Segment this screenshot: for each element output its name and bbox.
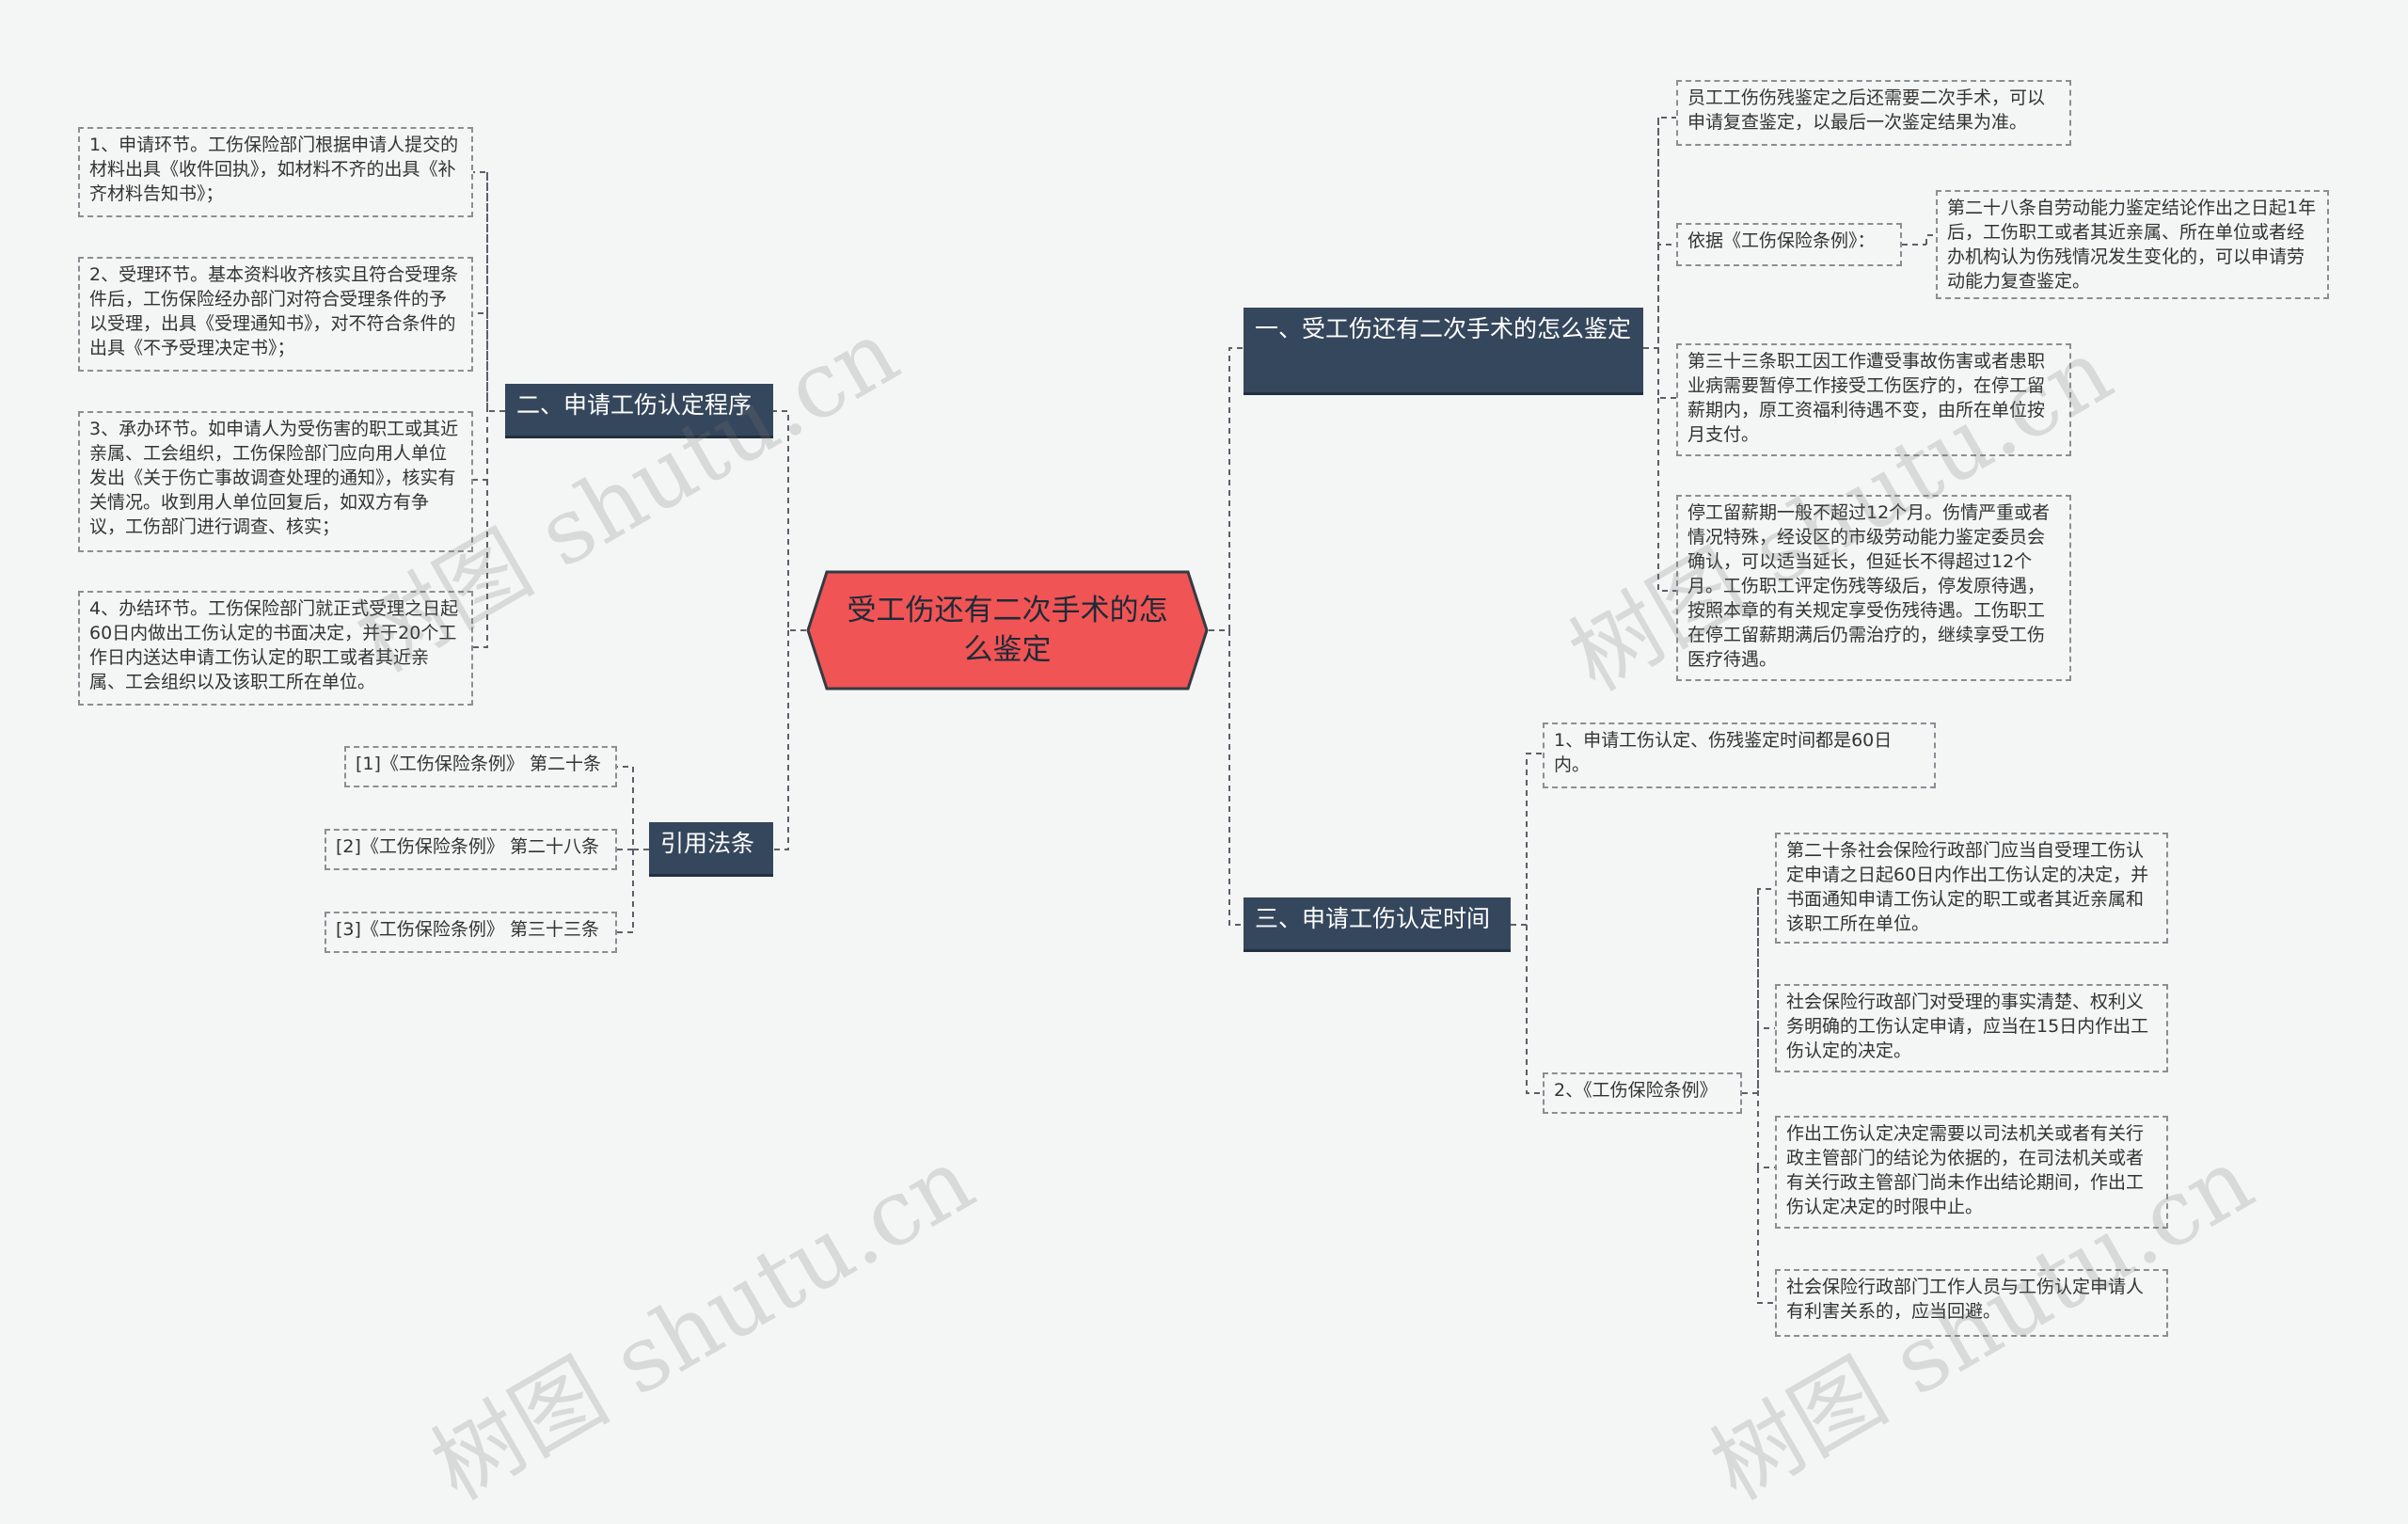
- leaf-handling-stage[interactable]: 3、承办环节。如申请人为受伤害的职工或其近亲属、工会组织，工伤保险部门应向用人单…: [78, 411, 473, 552]
- leaf-text: 社会保险行政部门工作人员与工伤认定申请人有利害关系的，应当回避。: [1786, 1277, 2145, 1322]
- connector-lines: [473, 117, 1936, 1304]
- leaf-text: 1、申请工伤认定、伤残鉴定时间都是60日内。: [1554, 730, 1893, 775]
- leaf-text: 4、办结环节。工伤保险部门就正式受理之日起60日内做出工伤认定的书面决定，并于2…: [89, 598, 459, 692]
- leaf-text: 作出工伤认定决定需要以司法机关或者有关行政主管部门的结论为依据的，在司法机关或者…: [1786, 1123, 2145, 1217]
- leaf-suspension-period[interactable]: 停工留薪期一般不超过12个月。伤情严重或者情况特殊，经设区的市级劳动能力鉴定委员…: [1676, 495, 2071, 681]
- leaf-completion-stage[interactable]: 4、办结环节。工伤保险部门就正式受理之日起60日内做出工伤认定的书面决定，并于2…: [78, 591, 473, 706]
- leaf-regulation-title[interactable]: 2、《工伤保险条例》: [1543, 1072, 1742, 1114]
- mindmap-canvas: 受工伤还有二次手术的怎么鉴定 一、受工伤还有二次手术的怎么鉴定 二、申请工伤认定…: [78, 80, 2329, 1520]
- leaf-text: 第二十条社会保险行政部门应当自受理工伤认定申请之日起60日内作出工伤认定的决定，…: [1786, 840, 2149, 934]
- branch-injury-identification-time[interactable]: 三、申请工伤认定时间: [1244, 897, 1511, 952]
- branch-label: 三、申请工伤认定时间: [1255, 905, 1491, 932]
- leaf-review-appraisal[interactable]: 员工工伤伤残鉴定之后还需要二次手术，可以申请复查鉴定，以最后一次鉴定结果为准。: [1676, 80, 2071, 146]
- leaf-text: [3]《工伤保险条例》 第三十三条: [336, 919, 599, 940]
- branch-second-surgery-appraisal[interactable]: 一、受工伤还有二次手术的怎么鉴定: [1244, 308, 1643, 395]
- branch-label: 二、申请工伤认定程序: [516, 391, 752, 419]
- leaf-regulation-basis[interactable]: 依据《工伤保险条例》：: [1676, 223, 1902, 266]
- leaf-citation-article-20[interactable]: [1]《工伤保险条例》 第二十条: [344, 746, 617, 787]
- branch-label: 引用法条: [660, 830, 755, 857]
- leaf-text: 社会保险行政部门对受理的事实清楚、权利义务明确的工伤认定申请，应当在15日内作出…: [1786, 992, 2149, 1061]
- leaf-recusal[interactable]: 社会保险行政部门工作人员与工伤认定申请人有利害关系的，应当回避。: [1775, 1269, 2168, 1337]
- leaf-text: 第二十八条自劳动能力鉴定结论作出之日起1年后，工伤职工或者其近亲属、所在单位或者…: [1947, 198, 2317, 292]
- branch-label: 一、受工伤还有二次手术的怎么鉴定: [1255, 315, 1632, 342]
- central-topic-label: 受工伤还有二次手术的怎么鉴定: [847, 594, 1168, 667]
- leaf-time-suspension[interactable]: 作出工伤认定决定需要以司法机关或者有关行政主管部门的结论为依据的，在司法机关或者…: [1775, 1116, 2168, 1229]
- leaf-text: [1]《工伤保险条例》 第二十条: [356, 754, 601, 774]
- leaf-citation-article-33[interactable]: [3]《工伤保险条例》 第三十三条: [325, 912, 617, 953]
- leaf-text: 1、申请环节。工伤保险部门根据申请人提交的材料出具《收件回执》，如材料不齐的出具…: [89, 135, 459, 204]
- leaf-article-28[interactable]: 第二十八条自劳动能力鉴定结论作出之日起1年后，工伤职工或者其近亲属、所在单位或者…: [1936, 190, 2329, 299]
- leaf-citation-article-28[interactable]: [2]《工伤保险条例》 第二十八条: [325, 829, 617, 870]
- branch-cited-regulations[interactable]: 引用法条: [649, 822, 773, 877]
- central-topic-shape: [806, 570, 1209, 691]
- leaf-text: 3、承办环节。如申请人为受伤害的职工或其近亲属、工会组织，工伤保险部门应向用人单…: [89, 419, 459, 537]
- leaf-text: 2、受理环节。基本资料收齐核实且符合受理条件后，工伤保险经办部门对符合受理条件的…: [89, 264, 459, 358]
- leaf-acceptance-stage[interactable]: 2、受理环节。基本资料收齐核实且符合受理条件后，工伤保险经办部门对符合受理条件的…: [78, 257, 473, 372]
- leaf-application-stage[interactable]: 1、申请环节。工伤保险部门根据申请人提交的材料出具《收件回执》，如材料不齐的出具…: [78, 127, 473, 217]
- leaf-sixty-days[interactable]: 1、申请工伤认定、伤残鉴定时间都是60日内。: [1543, 722, 1936, 788]
- branch-injury-identification-procedure[interactable]: 二、申请工伤认定程序: [505, 384, 773, 438]
- leaf-fifteen-days[interactable]: 社会保险行政部门对受理的事实清楚、权利义务明确的工伤认定申请，应当在15日内作出…: [1775, 984, 2168, 1072]
- leaf-text: 依据《工伤保险条例》：: [1687, 230, 1876, 251]
- leaf-article-33[interactable]: 第三十三条职工因工作遭受事故伤害或者患职业病需要暂停工作接受工伤医疗的，在停工留…: [1676, 343, 2071, 456]
- central-topic[interactable]: 受工伤还有二次手术的怎么鉴定: [806, 570, 1209, 691]
- leaf-text: 员工工伤伤残鉴定之后还需要二次手术，可以申请复查鉴定，以最后一次鉴定结果为准。: [1687, 87, 2046, 133]
- leaf-article-20[interactable]: 第二十条社会保险行政部门应当自受理工伤认定申请之日起60日内作出工伤认定的决定，…: [1775, 833, 2168, 944]
- leaf-text: [2]《工伤保险条例》 第二十八条: [336, 836, 599, 857]
- leaf-text: 停工留薪期一般不超过12个月。伤情严重或者情况特殊，经设区的市级劳动能力鉴定委员…: [1687, 502, 2051, 670]
- leaf-text: 第三十三条职工因工作遭受事故伤害或者患职业病需要暂停工作接受工伤医疗的，在停工留…: [1687, 351, 2046, 445]
- leaf-text: 2、《工伤保险条例》: [1554, 1080, 1718, 1101]
